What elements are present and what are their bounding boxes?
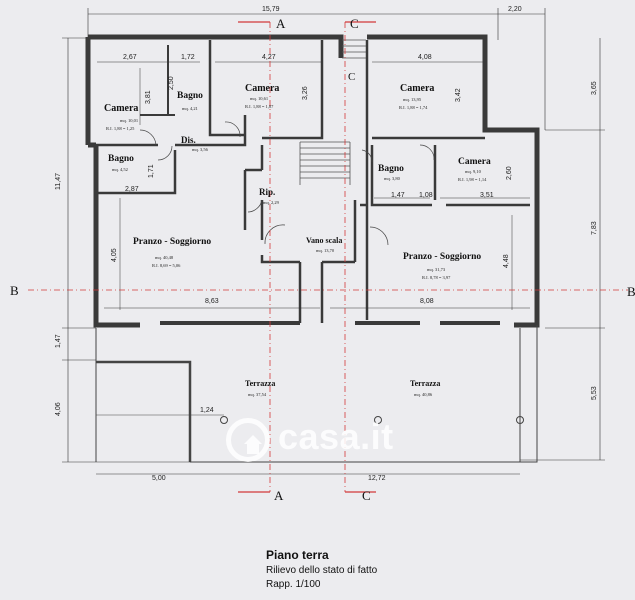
room-pranzo1-mq: mq. 40,48 bbox=[155, 255, 174, 261]
room-bagno1-name: Bagno bbox=[177, 91, 203, 101]
dim-right-upper: 3,65 bbox=[591, 81, 598, 95]
dim-bagno2-h: 1,71 bbox=[148, 164, 155, 178]
room-rip-name: Rip. bbox=[259, 187, 275, 197]
dim-bottom-1272: 12,72 bbox=[368, 475, 386, 482]
room-rip-mq: mq. 2,29 bbox=[263, 200, 280, 206]
dim-right-mid: 7,83 bbox=[591, 221, 598, 235]
room-bagno1-mq: mq. 4,21 bbox=[182, 106, 198, 112]
terrace bbox=[95, 325, 538, 463]
room-dis-name: Dis. bbox=[181, 135, 196, 145]
watermark-text: casa.it bbox=[278, 416, 394, 457]
dim-bagno1-w: 1,72 bbox=[181, 54, 195, 61]
dim-pranzo2-h: 4,48 bbox=[503, 254, 510, 268]
dim-bagno2-w: 2,87 bbox=[125, 186, 139, 193]
room-terrazza1-name: Terrazza bbox=[245, 379, 275, 388]
dim-pranzo1-w: 8,63 bbox=[205, 298, 219, 305]
room-pranzo2-mq: mq. 31,73 bbox=[427, 267, 446, 273]
dim-bagno3-w1: 1,47 bbox=[391, 192, 405, 199]
dim-left-total: 11,47 bbox=[55, 173, 62, 190]
room-pranzo1-ri: R.I. 8,69 = 5,06 bbox=[152, 263, 181, 269]
top-dimensions bbox=[87, 8, 546, 130]
room-camera2-ri: R.I. 1,88 = 1,87 bbox=[245, 104, 274, 110]
room-camera3-name: Camera bbox=[400, 83, 434, 94]
dim-total-width: 15,79 bbox=[262, 6, 280, 13]
room-camera3-ri: R.I. 1,88 = 1,74 bbox=[399, 105, 428, 111]
dim-camera3-w: 4,08 bbox=[418, 54, 432, 61]
section-label-a-top: A bbox=[276, 16, 286, 31]
room-camera4-ri: R.I. 1,98 = 1,14 bbox=[458, 177, 487, 183]
dim-camera1-w: 2,67 bbox=[123, 54, 137, 61]
room-pranzo1-name: Pranzo - Soggiorno bbox=[133, 237, 211, 247]
dim-camera2-h: 3,26 bbox=[302, 86, 309, 100]
caption-title: Piano terra bbox=[266, 548, 329, 562]
dim-bagno3-w2: 1,08 bbox=[419, 192, 433, 199]
room-terrazza1-mq: mq. 37,54 bbox=[248, 392, 267, 398]
room-terrazza2-mq: mq. 40,86 bbox=[414, 392, 433, 398]
room-camera4-mq: mq. 9,10 bbox=[465, 169, 482, 175]
doors bbox=[139, 121, 435, 246]
watermark: casa.it bbox=[222, 414, 422, 470]
room-bagno3-name: Bagno bbox=[378, 164, 404, 174]
dim-left-406: 4,06 bbox=[55, 402, 62, 416]
section-label-b-right: B bbox=[627, 284, 635, 299]
room-camera2-name: Camera bbox=[245, 83, 279, 94]
room-dimension-lines bbox=[96, 68, 530, 475]
section-label-c-top: C bbox=[350, 16, 359, 31]
section-label-c-bottom: C bbox=[362, 488, 371, 503]
room-pranzo2-ri: R.I. 8,78 = 3,97 bbox=[422, 275, 451, 281]
room-camera3-mq: mq. 13,95 bbox=[403, 97, 422, 103]
room-camera2-mq: mq. 10,61 bbox=[250, 96, 268, 102]
caption-subtitle: Rilievo dello stato di fatto bbox=[266, 565, 378, 576]
room-terrazza2-name: Terrazza bbox=[410, 379, 440, 388]
room-pranzo2-name: Pranzo - Soggiorno bbox=[403, 252, 481, 262]
dim-left-147: 1,47 bbox=[55, 334, 62, 348]
room-vano-scala-mq: mq. 13,70 bbox=[316, 248, 335, 254]
dim-camera3-h: 3,42 bbox=[455, 88, 462, 102]
walls bbox=[85, 34, 540, 328]
dim-right-lower: 5,53 bbox=[591, 386, 598, 400]
section-label-b-left: B bbox=[10, 283, 19, 298]
dim-pranzo1-h: 4,05 bbox=[111, 248, 118, 262]
room-camera4-name: Camera bbox=[458, 157, 491, 167]
section-markers bbox=[238, 21, 376, 493]
room-dis-mq: mq. 3,56 bbox=[192, 147, 209, 153]
dim-right-offset: 2,20 bbox=[508, 6, 522, 13]
section-label-c-mid: C bbox=[348, 71, 355, 83]
section-lines bbox=[28, 22, 628, 492]
room-camera1-mq: mq. 10,01 bbox=[120, 118, 138, 124]
room-vano-scala-name: Vano scala bbox=[306, 236, 342, 245]
dim-terr-124: 1,24 bbox=[200, 407, 214, 414]
room-bagno2-name: Bagno bbox=[108, 154, 134, 164]
dim-camera4-h: 2,60 bbox=[506, 166, 513, 180]
dim-camera1-h: 3,81 bbox=[145, 90, 152, 104]
dim-pranzo2-w: 8,08 bbox=[420, 298, 434, 305]
house-logo-icon bbox=[226, 418, 270, 462]
side-dimensions bbox=[62, 37, 605, 463]
dim-camera4-w: 3,51 bbox=[480, 192, 494, 199]
dim-bagno1-h: 2,50 bbox=[168, 76, 175, 90]
plan-caption: Piano terra Rilievo dello stato di fatto… bbox=[266, 548, 377, 590]
staircase bbox=[299, 39, 366, 185]
room-bagno3-mq: mq. 3,80 bbox=[384, 176, 401, 182]
dim-bottom-500: 5,00 bbox=[152, 475, 166, 482]
room-camera1-name: Camera bbox=[104, 103, 138, 114]
room-bagno2-mq: mq. 4,52 bbox=[112, 167, 128, 173]
caption-scale: Rapp. 1/100 bbox=[266, 579, 321, 590]
room-camera1-ri: R.I. 1,88 = 1,25 bbox=[106, 126, 135, 132]
section-label-a-bottom: A bbox=[274, 488, 284, 503]
dim-camera2-w: 4,27 bbox=[262, 54, 276, 61]
